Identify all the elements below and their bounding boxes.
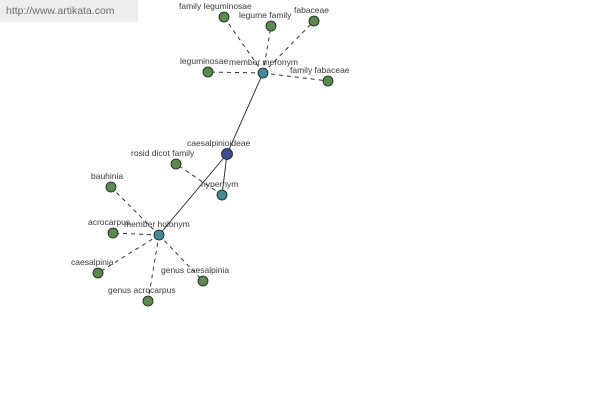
node-genus-acrocarpus[interactable]: [142, 295, 154, 307]
node-rosid-dicot-family[interactable]: [170, 158, 182, 170]
node-family-leguminosae[interactable]: [218, 11, 230, 23]
node-fabaceae[interactable]: [308, 15, 320, 27]
node-hypernym[interactable]: [216, 189, 228, 201]
label-caesalpinia[interactable]: caesalpinia: [71, 257, 114, 267]
label-fabaceae[interactable]: fabaceae: [294, 5, 329, 15]
node-caesalpinia[interactable]: [92, 267, 104, 279]
node-member-holonym[interactable]: [153, 229, 165, 241]
graph-nodes: [92, 11, 334, 307]
label-member-holonym[interactable]: member holonym: [124, 219, 190, 229]
label-legume-family[interactable]: legume family: [239, 10, 292, 20]
edge-member-holonym-to-genus-acrocarpus: [147, 234, 160, 302]
label-bauhinia[interactable]: bauhinia: [91, 171, 123, 181]
edge-caesalpinioideae-to-member-meronym: [226, 72, 264, 155]
graph-labels: caesalpinioideae member meronym hypernym me…: [71, 1, 350, 295]
edge-member-meronym-to-family-leguminosae: [223, 16, 264, 74]
label-member-meronym[interactable]: member meronym: [229, 57, 298, 67]
node-family-fabaceae[interactable]: [322, 75, 334, 87]
label-acrocarpus[interactable]: acrocarpus: [88, 217, 130, 227]
label-leguminosae[interactable]: leguminosae: [180, 56, 228, 66]
node-legume-family[interactable]: [265, 20, 277, 32]
edge-member-holonym-to-caesalpinia: [97, 234, 160, 274]
label-genus-acrocarpus[interactable]: genus acrocarpus: [108, 285, 176, 295]
edge-caesalpinioideae-to-hypernym: [221, 153, 228, 196]
node-caesalpinioideae[interactable]: [221, 148, 233, 160]
node-genus-caesalpinia[interactable]: [197, 275, 209, 287]
label-hypernym[interactable]: hypernym: [201, 179, 238, 189]
edge-member-holonym-to-genus-caesalpinia: [158, 234, 204, 282]
node-leguminosae[interactable]: [202, 66, 214, 78]
label-rosid-dicot-family[interactable]: rosid dicot family: [131, 148, 195, 158]
edge-caesalpinioideae-to-member-holonym: [158, 153, 228, 236]
edge-member-meronym-to-family-fabaceae: [262, 72, 329, 82]
graph-edges: [97, 16, 329, 302]
node-member-meronym[interactable]: [257, 67, 269, 79]
label-family-leguminosae[interactable]: family leguminosae: [179, 1, 252, 11]
edge-member-holonym-to-bauhinia: [110, 186, 160, 236]
label-family-fabaceae[interactable]: family fabaceae: [290, 65, 350, 75]
edge-hypernym-to-rosid-dicot-family: [175, 163, 223, 196]
label-genus-caesalpinia[interactable]: genus caesalpinia: [161, 265, 229, 275]
node-acrocarpus[interactable]: [107, 227, 119, 239]
edge-member-holonym-to-acrocarpus: [112, 232, 160, 236]
label-caesalpinioideae[interactable]: caesalpinioideae: [187, 138, 251, 148]
node-bauhinia[interactable]: [105, 181, 117, 193]
edge-member-meronym-to-leguminosae: [207, 71, 264, 74]
source-url-banner[interactable]: http://www.artikata.com: [0, 0, 138, 22]
